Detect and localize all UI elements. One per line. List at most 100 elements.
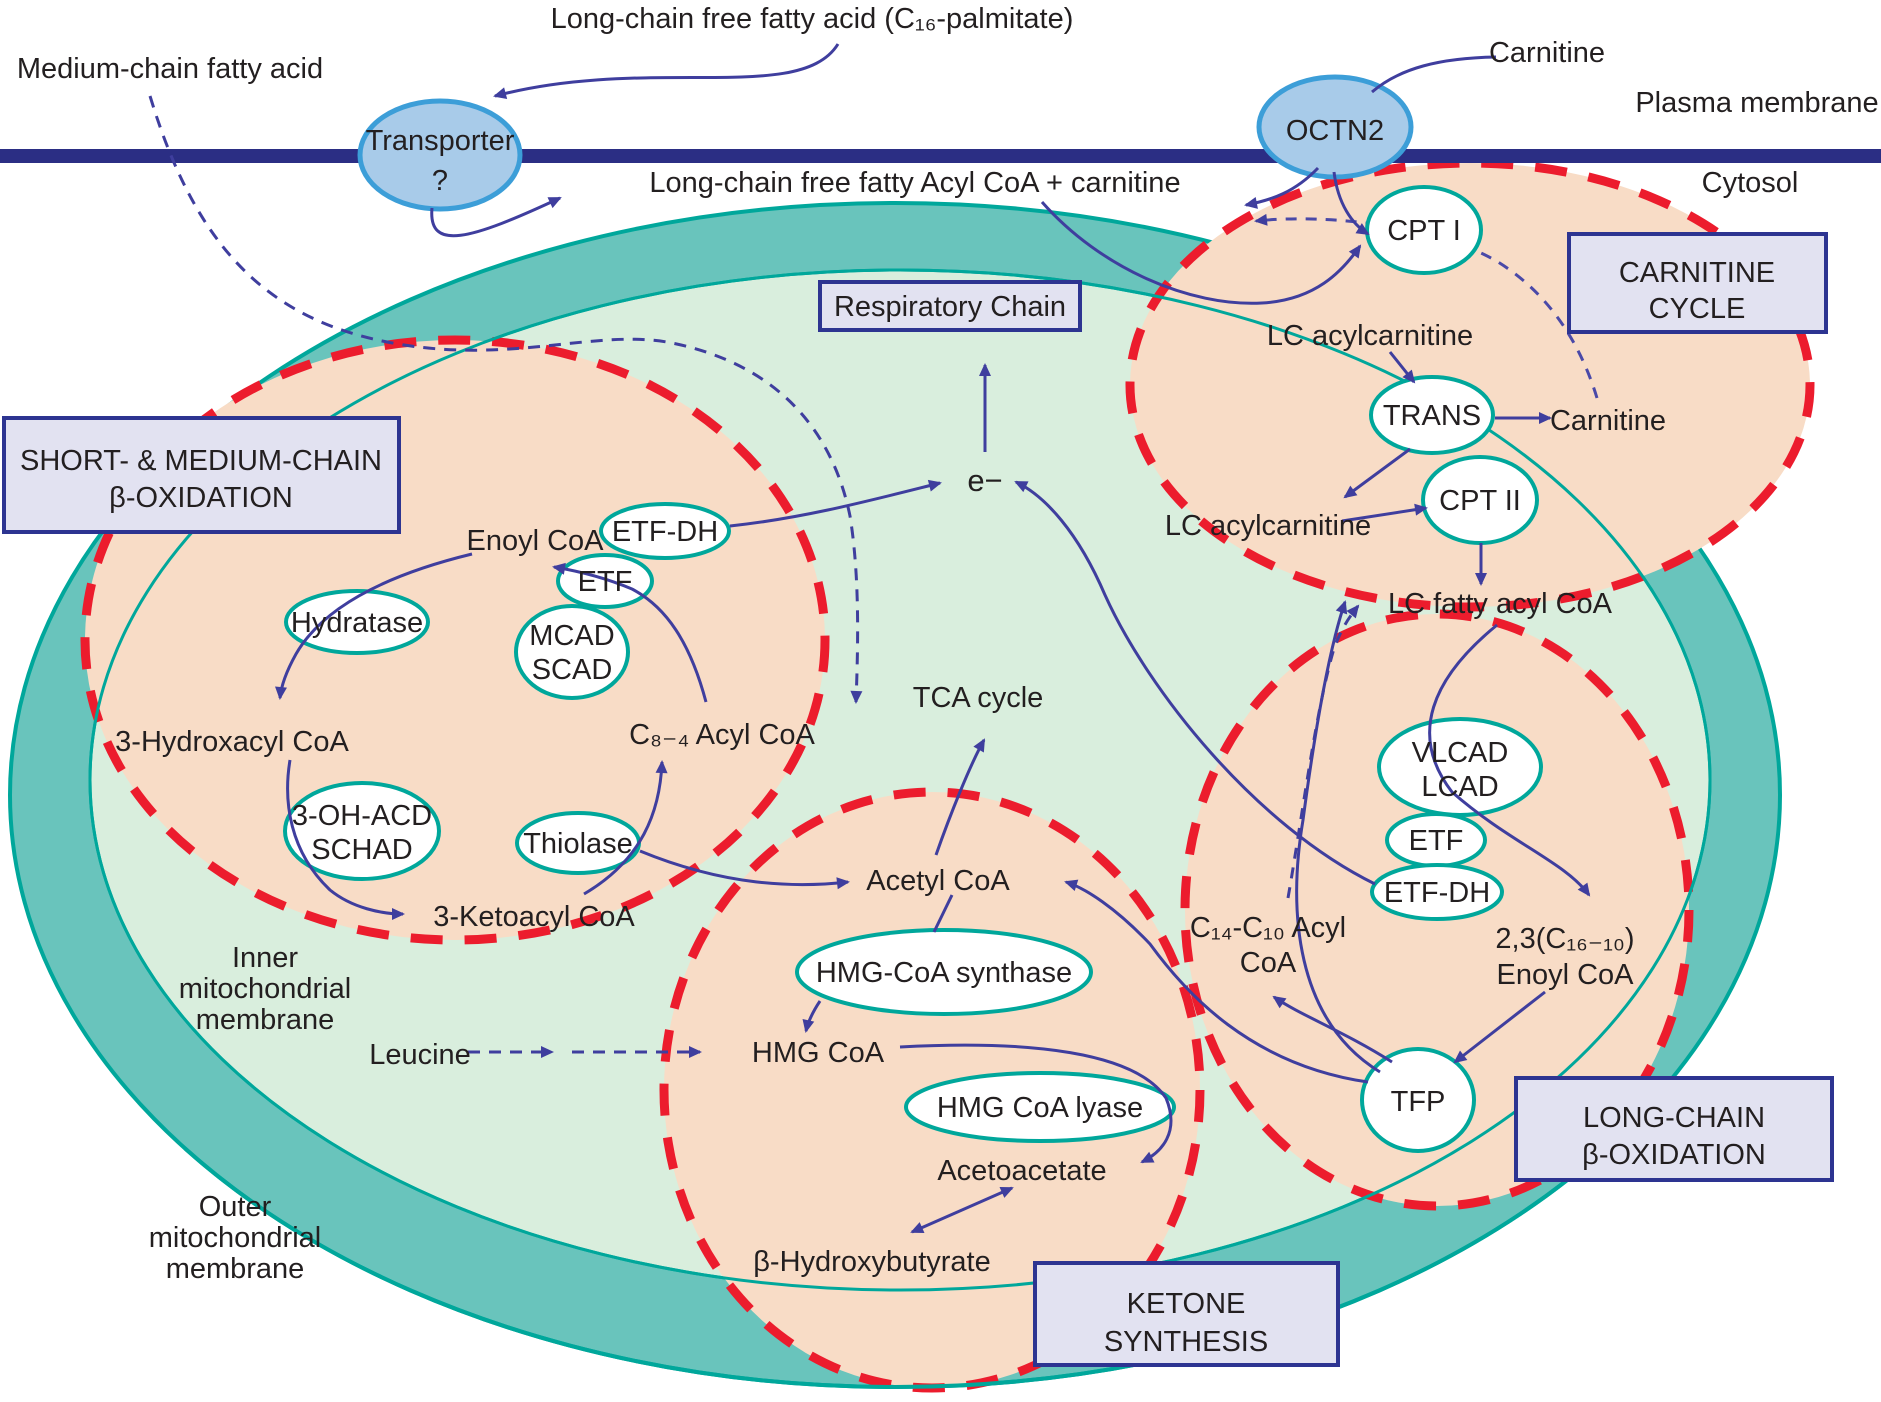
acylcarnitine-to-cpt2-arrow (1341, 503, 1428, 523)
cpt2-label: CPT II (1439, 485, 1521, 517)
tfp-oval (1360, 1047, 1476, 1153)
carnitine-cycle-box-label-1: CARNITINE (1619, 257, 1775, 289)
ketone-box-label-2: SYNTHESIS (1104, 1326, 1268, 1358)
short-medium-box (2, 416, 401, 534)
mcfa-label: Medium-chain fatty acid (17, 53, 323, 85)
etfdh-left-oval (599, 502, 731, 560)
hydratase-label: Hydratase (291, 607, 423, 639)
hmg-coa-label: HMG CoA (752, 1037, 885, 1069)
transporter-oval (357, 98, 523, 212)
mcad-label: MCAD (529, 620, 614, 652)
arrow-layer (148, 43, 1591, 1234)
trans-to-acylcarnitine-arrow (1343, 447, 1411, 499)
etf-lc-label: ETF (1409, 825, 1464, 857)
lcfa-to-transporter-arrow (493, 43, 840, 99)
long-chain-box-label-2: β-OXIDATION (1582, 1139, 1766, 1171)
thiolase-label: Thiolase (523, 828, 633, 860)
scad-label: SCAD (532, 654, 613, 686)
medium-chain-dashed-arrow (148, 95, 863, 704)
transporter-label-1: Transporter (366, 125, 515, 157)
carnitine-to-octn2-line (1371, 55, 1497, 94)
etfdh-left-label: ETF-DH (612, 516, 718, 548)
tfp-to-c14-arrow (1272, 995, 1393, 1064)
hydroxacyl-to-ketoacyl-arrow (286, 759, 405, 920)
etfdh-lc-oval (1370, 863, 1504, 921)
plasma-membrane-label: Plasma membrane (1635, 87, 1878, 119)
carnitine-right-label: Carnitine (1550, 405, 1666, 437)
acetylcoa-synthase-line (932, 894, 954, 933)
short-medium-box-label-2: β-OXIDATION (109, 482, 293, 514)
acylcoa-carnitine-label: Long-chain free fatty Acyl CoA + carniti… (649, 167, 1180, 199)
vlcad-label: VLCAD (1412, 737, 1509, 769)
octn2-label: OCTN2 (1286, 115, 1384, 147)
carnitine-top-label: Carnitine (1489, 37, 1605, 69)
ketoacyl-label: 3-Ketoacyl CoA (433, 901, 635, 933)
c14-c10-label-1: C₁₄-C₁₀ Acyl (1190, 912, 1346, 944)
tfp-to-acetylcoa-arrow (1064, 879, 1369, 1084)
hydroxacyl-label: 3-Hydroxacyl CoA (115, 726, 349, 758)
carnitine-cycle-box-label-2: CYCLE (1649, 293, 1746, 325)
leucine-label: Leucine (369, 1039, 471, 1071)
lc-acylcarnitine-lower-label: LC acylcarnitine (1165, 510, 1371, 542)
ketone-synthesis-box (1033, 1261, 1340, 1367)
cpt1-label: CPT I (1387, 215, 1461, 247)
lc-fatty-acyl-coa-label: LC fatty acyl CoA (1388, 588, 1613, 620)
etfdh-left-to-electron-arrow (729, 479, 942, 528)
acetyl-coa-label: Acetyl CoA (866, 865, 1010, 897)
lc-acylcarnitine-upper-label: LC acylcarnitine (1267, 320, 1473, 352)
vlcad-lcad-oval (1377, 717, 1543, 817)
outer-membrane-label-1: Outer (199, 1191, 272, 1223)
trans-oval (1369, 375, 1495, 455)
c14-c10-label-2: CoA (1240, 947, 1297, 979)
enoyl-coa-label: Enoyl CoA (466, 525, 604, 557)
outer-membrane-label-3: membrane (166, 1253, 305, 1285)
tfp-label: TFP (1391, 1086, 1446, 1118)
transporter-label-2: ? (432, 165, 448, 197)
etf-left-label: ETF (578, 566, 633, 598)
enoyl-to-hydroxacyl-arrow (275, 552, 473, 700)
hmg-lyase-label: HMG CoA lyase (937, 1092, 1143, 1124)
octn2-down-arrow (1244, 166, 1320, 209)
cytosol-label: Cytosol (1702, 167, 1799, 199)
inner-membrane-label-3: membrane (196, 1004, 335, 1036)
lcfattyacyl-to-enoyl-arrow (1428, 623, 1591, 897)
hmg-synthase-label: HMG-CoA synthase (816, 957, 1072, 989)
schad-label: SCHAD (311, 834, 413, 866)
short-medium-box-label-1: SHORT- & MEDIUM-CHAIN (20, 445, 382, 477)
enoyl-coa-lc-label-1: 2,3(C₁₆₋₁₀) (1495, 923, 1634, 955)
electron-label: e− (967, 463, 1002, 498)
c14-recycle-up-dashed-arrow (1286, 604, 1360, 899)
outer-membrane-label-2: mitochondrial (149, 1222, 321, 1254)
ohacd-schad-oval (283, 781, 441, 881)
ohacd-label: 3-OH-ACD (292, 800, 432, 832)
inner-membrane-label-2: mitochondrial (179, 973, 351, 1005)
respiratory-chain-label: Respiratory Chain (834, 291, 1066, 323)
acylcarnitine-to-trans-arrow (1388, 351, 1416, 384)
synthase-to-hmgcoa-arrow (802, 1000, 822, 1033)
tfp-recycle-up-arrow (1295, 600, 1381, 1074)
carnitine-cycle-box (1567, 232, 1828, 334)
transporter-to-acylcoa-arrow (430, 196, 562, 238)
acetylcoa-to-tca-arrow (934, 738, 986, 856)
bhb-label: β-Hydroxybutyrate (753, 1246, 990, 1278)
hydratase-oval (284, 589, 430, 655)
long-chain-box-label-1: LONG-CHAIN (1583, 1102, 1765, 1134)
plasma-membrane-bar (0, 149, 1881, 163)
tca-cycle-label: TCA cycle (913, 682, 1044, 714)
carnitine-recycle-dashed-arrow (1254, 213, 1599, 399)
lcad-label: LCAD (1421, 771, 1498, 803)
inner-membrane-label-1: Inner (232, 942, 298, 974)
outer-membrane-line-bottom (184, 1150, 1606, 1389)
lcfa-title: Long-chain free fatty acid (C₁₆-palmitat… (551, 3, 1074, 35)
c84-to-enoyl-arrow (552, 562, 708, 703)
respiratory-chain-box (818, 280, 1082, 332)
mcad-scad-oval (514, 604, 630, 700)
hmg-lyase-oval (904, 1071, 1176, 1143)
etfdh-lc-to-electron-arrow (1014, 480, 1376, 886)
enoyl-coa-lc-label-2: Enoyl CoA (1496, 959, 1634, 991)
octn2-to-cpt1-arrow (1332, 171, 1370, 236)
etfdh-lc-label: ETF-DH (1384, 877, 1490, 909)
inner-membrane-line (88, 268, 1712, 1292)
